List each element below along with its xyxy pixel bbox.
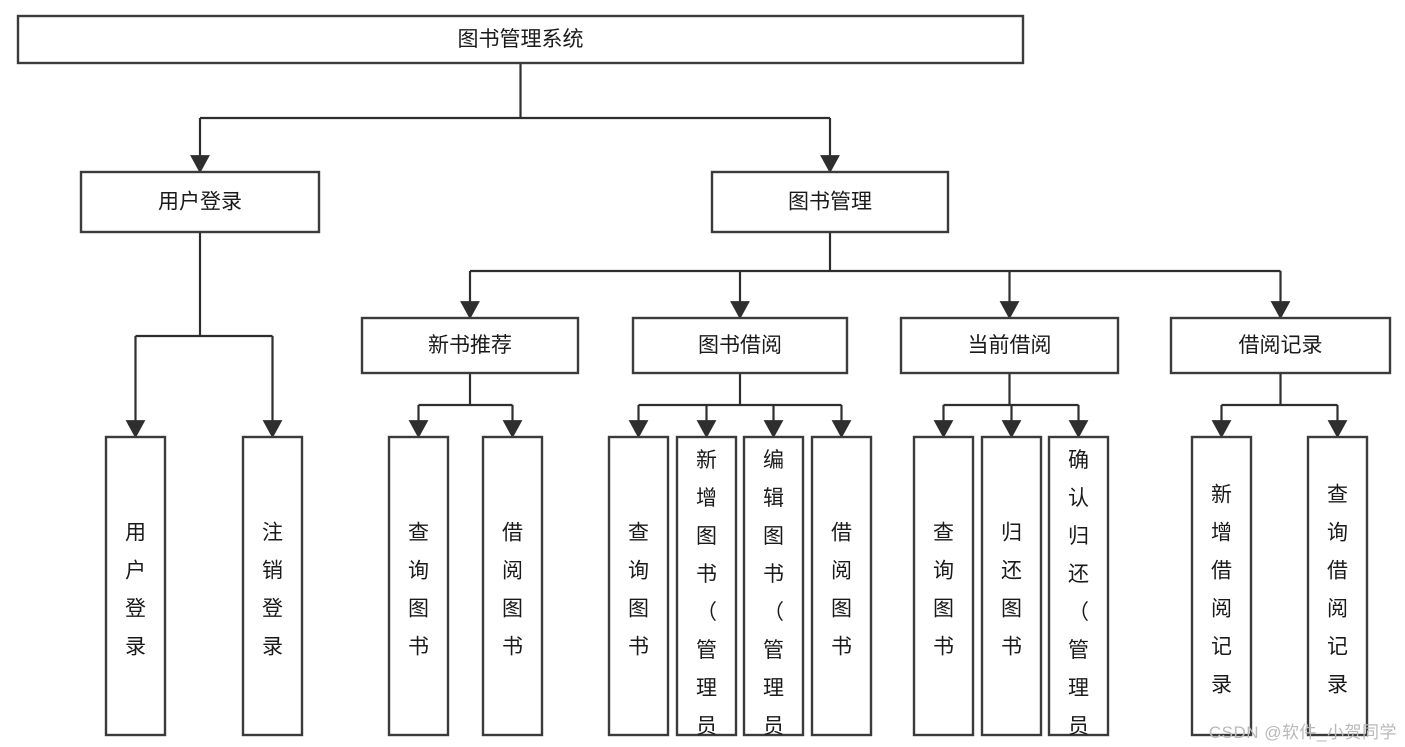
node-layer: 图书管理系统用户登录图书管理新书推荐图书借阅当前借阅借阅记录用户登录注销登录查询… <box>16 14 1392 747</box>
node-leaf-edit-book-rect <box>742 435 805 737</box>
node-leaf-query-record-rect <box>1306 435 1369 737</box>
node-leaf-query-book-borrow-label: 查询图书 <box>628 522 649 659</box>
node-root[interactable]: 图书管理系统 <box>16 14 1025 65</box>
node-leaf-add-book[interactable]: 新增图书（管理员） <box>675 435 738 747</box>
node-leaf-confirm-return[interactable]: 确认归还（管理员） <box>1047 435 1110 747</box>
node-leaf-query-book-rec-rect <box>387 435 450 737</box>
node-user-login[interactable]: 用户登录 <box>79 170 321 234</box>
node-leaf-user-login[interactable]: 用户登录 <box>104 435 167 737</box>
node-new-book-recommend-label: 新书推荐 <box>428 334 512 357</box>
node-leaf-borrow-book[interactable]: 借阅图书 <box>810 435 873 737</box>
node-leaf-borrow-book-rect <box>810 435 873 737</box>
node-leaf-add-book-label: 新增图书（管理员） <box>696 449 717 747</box>
node-leaf-borrow-book-rec-rect <box>481 435 544 737</box>
node-book-manage-rect <box>710 170 950 234</box>
node-leaf-borrow-book-rec-label: 借阅图书 <box>502 522 523 659</box>
node-root-rect <box>16 14 1025 65</box>
node-leaf-logout-label: 注销登录 <box>262 522 283 659</box>
csdn-watermark: CSDN @软件_小贺同学 <box>1208 723 1397 742</box>
node-book-borrow-rect <box>631 316 849 375</box>
node-leaf-edit-book-label: 编辑图书（管理员） <box>763 449 784 747</box>
node-leaf-query-book-current-label: 查询图书 <box>933 522 954 659</box>
node-leaf-borrow-book-rec[interactable]: 借阅图书 <box>481 435 544 737</box>
node-new-book-recommend-rect <box>360 316 580 375</box>
node-current-borrow-label: 当前借阅 <box>968 334 1052 357</box>
node-leaf-user-login-rect <box>104 435 167 737</box>
node-leaf-confirm-return-rect <box>1047 435 1110 737</box>
node-leaf-return-book-label: 归还图书 <box>1001 522 1022 659</box>
node-leaf-logout[interactable]: 注销登录 <box>241 435 304 737</box>
node-current-borrow-rect <box>899 316 1120 375</box>
node-leaf-add-record[interactable]: 新增借阅记录 <box>1190 435 1253 737</box>
node-leaf-query-book-current-rect <box>912 435 975 737</box>
node-book-borrow[interactable]: 图书借阅 <box>631 316 849 375</box>
node-new-book-recommend[interactable]: 新书推荐 <box>360 316 580 375</box>
node-leaf-edit-book[interactable]: 编辑图书（管理员） <box>742 435 805 747</box>
node-leaf-add-book-rect <box>675 435 738 737</box>
node-borrow-record-rect <box>1169 316 1392 375</box>
node-leaf-add-record-label: 新增借阅记录 <box>1211 484 1232 697</box>
node-user-login-rect <box>79 170 321 234</box>
node-root-label: 图书管理系统 <box>458 28 584 51</box>
node-borrow-record-label: 借阅记录 <box>1239 334 1323 357</box>
node-leaf-query-book-rec-label: 查询图书 <box>408 522 429 659</box>
node-borrow-record[interactable]: 借阅记录 <box>1169 316 1392 375</box>
node-book-borrow-label: 图书借阅 <box>698 334 782 357</box>
node-leaf-query-record-label: 查询借阅记录 <box>1327 484 1348 697</box>
node-leaf-confirm-return-label: 确认归还（管理员） <box>1068 449 1089 747</box>
node-leaf-logout-rect <box>241 435 304 737</box>
node-leaf-query-book-borrow[interactable]: 查询图书 <box>607 435 670 737</box>
node-user-login-label: 用户登录 <box>158 191 242 214</box>
node-current-borrow[interactable]: 当前借阅 <box>899 316 1120 375</box>
node-leaf-query-record[interactable]: 查询借阅记录 <box>1306 435 1369 737</box>
node-leaf-add-record-rect <box>1190 435 1253 737</box>
node-book-manage[interactable]: 图书管理 <box>710 170 950 234</box>
node-leaf-borrow-book-label: 借阅图书 <box>831 522 852 659</box>
node-book-manage-label: 图书管理 <box>788 191 872 214</box>
node-leaf-return-book-rect <box>980 435 1043 737</box>
node-leaf-return-book[interactable]: 归还图书 <box>980 435 1043 737</box>
connector-layer <box>125 63 1348 439</box>
node-leaf-user-login-label: 用户登录 <box>125 522 146 659</box>
node-leaf-query-book-borrow-rect <box>607 435 670 737</box>
node-leaf-query-book-current[interactable]: 查询图书 <box>912 435 975 737</box>
node-leaf-query-book-rec[interactable]: 查询图书 <box>387 435 450 737</box>
